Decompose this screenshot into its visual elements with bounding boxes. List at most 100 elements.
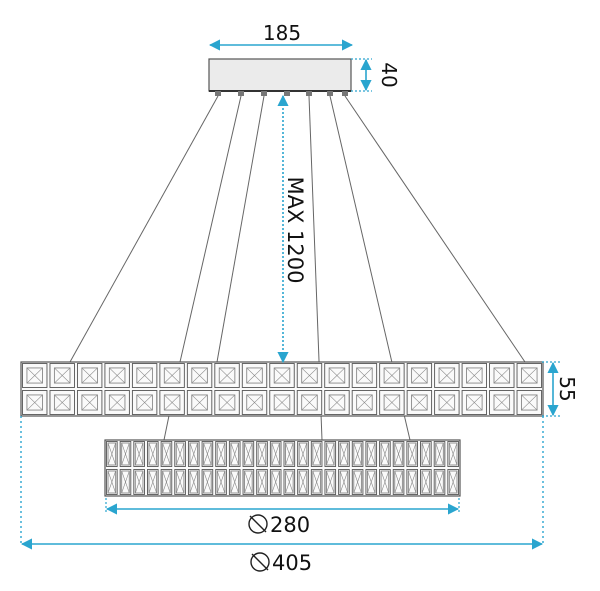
- cable-clamp: [342, 91, 348, 96]
- crystal-cell: [22, 390, 48, 415]
- inner-diameter-dimension: 280: [105, 498, 460, 537]
- crystal-cell: [420, 441, 432, 467]
- crystal-cell: [174, 469, 186, 495]
- crystal-cell: [147, 469, 159, 495]
- outer-diameter-dimension: 405: [20, 416, 544, 575]
- canopy-height-label: 40: [377, 62, 401, 87]
- crystal-cell: [406, 469, 418, 495]
- suspension-cable: [216, 95, 265, 363]
- crystal-cell: [147, 441, 159, 467]
- crystal-cell: [159, 363, 185, 388]
- cable-clamp: [284, 91, 290, 96]
- crystal-cell: [215, 469, 227, 495]
- canopy-width-dimension: 185: [208, 21, 354, 51]
- max-drop-label: MAX 1200: [283, 177, 307, 284]
- crystal-cell: [324, 390, 350, 415]
- crystal-cell: [269, 390, 295, 415]
- diameter-symbol-icon: [248, 514, 268, 534]
- crystal-cell: [433, 469, 446, 495]
- crystal-cell: [324, 469, 337, 495]
- crystal-cell: [338, 469, 350, 495]
- crystal-cell: [228, 441, 241, 467]
- crystal-cell: [379, 390, 405, 415]
- crystal-cell: [379, 469, 391, 495]
- crystal-cell: [187, 441, 200, 467]
- crystal-cell: [351, 363, 378, 388]
- inner-diameter-label: 280: [270, 513, 310, 537]
- cable-clamp: [215, 91, 221, 96]
- crystal-cell: [297, 441, 309, 467]
- crystal-cell: [447, 441, 459, 467]
- crystal-cell: [297, 469, 309, 495]
- crystal-cell: [76, 363, 103, 388]
- crystal-cell: [434, 363, 460, 388]
- crystal-cell: [392, 441, 405, 467]
- crystal-cell: [131, 363, 158, 388]
- cable-clamp: [261, 91, 267, 96]
- crystal-cell: [133, 469, 145, 495]
- crystal-cell: [160, 469, 173, 495]
- crystal-cell: [104, 363, 130, 388]
- crystal-cell: [201, 469, 214, 495]
- crystal-cell: [174, 441, 186, 467]
- crystal-cell: [365, 469, 378, 495]
- crystal-cell: [379, 363, 405, 388]
- crystal-cell: [187, 469, 200, 495]
- crystal-cell: [133, 441, 145, 467]
- crystal-cell: [461, 363, 488, 388]
- crystal-cell: [379, 441, 391, 467]
- crystal-cell: [283, 469, 296, 495]
- cable-clamp: [306, 91, 312, 96]
- suspension-cable: [344, 95, 526, 363]
- crystal-cell: [310, 441, 323, 467]
- crystal-cell: [433, 441, 446, 467]
- crystal-cell: [283, 441, 296, 467]
- crystal-cell: [516, 390, 542, 415]
- suspension-cables: [69, 95, 526, 441]
- crystal-cell: [365, 441, 378, 467]
- crystal-cell: [310, 469, 323, 495]
- crystal-cell: [447, 469, 459, 495]
- crystal-cell: [296, 363, 323, 388]
- crystal-cell: [214, 390, 240, 415]
- crystal-cell: [106, 441, 118, 467]
- crystal-cell: [269, 363, 295, 388]
- crystal-cell: [186, 390, 213, 415]
- crystal-cell: [119, 469, 132, 495]
- canopy-height-dimension: 40: [351, 58, 401, 92]
- cable-clamp: [238, 91, 244, 96]
- crystal-cell: [106, 469, 118, 495]
- crystal-cell: [241, 390, 268, 415]
- crystal-cell: [215, 441, 227, 467]
- crystal-cell: [296, 390, 323, 415]
- diameter-symbol-icon: [250, 552, 270, 572]
- ring-height-dimension: 55: [542, 361, 579, 417]
- crystal-cell: [214, 363, 240, 388]
- crystal-cell: [228, 469, 241, 495]
- crystal-cell: [119, 441, 132, 467]
- crystal-cell: [104, 390, 130, 415]
- suspension-cable: [179, 95, 242, 363]
- outer-diameter-label: 405: [272, 551, 312, 575]
- crystal-cell: [22, 363, 48, 388]
- crystal-cell: [241, 363, 268, 388]
- crystal-cell: [131, 390, 158, 415]
- crystal-cell: [269, 441, 282, 467]
- crystal-cell: [256, 469, 268, 495]
- crystal-cell: [49, 390, 75, 415]
- crystal-cell: [324, 441, 337, 467]
- crystal-cell: [256, 441, 268, 467]
- crystal-cell: [406, 363, 433, 388]
- canopy: [208, 58, 352, 96]
- crystal-cell: [461, 390, 488, 415]
- crystal-cell: [516, 363, 542, 388]
- crystal-cell: [489, 363, 515, 388]
- crystal-cell: [406, 441, 418, 467]
- crystal-cell: [324, 363, 350, 388]
- crystal-cell: [49, 363, 75, 388]
- crystal-cell: [406, 390, 433, 415]
- crystal-cell: [242, 441, 255, 467]
- crystal-cell: [351, 441, 364, 467]
- canopy-width-label: 185: [263, 21, 301, 45]
- crystal-cell: [420, 469, 432, 495]
